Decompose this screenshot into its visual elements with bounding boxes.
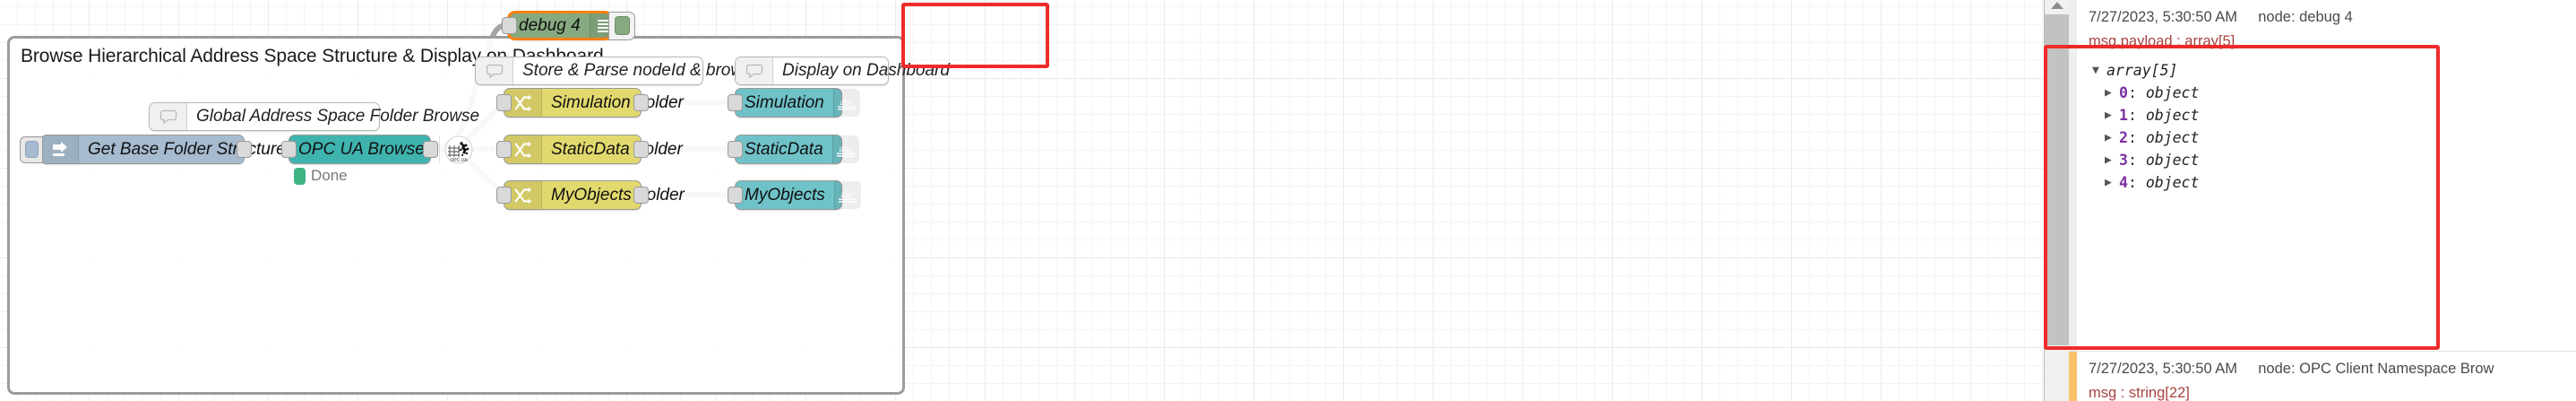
debug-message-header: 7/27/2023, 5:30:50 AM node: OPC Client N… (2089, 361, 2576, 378)
ui-text-node-label: StaticData (745, 139, 823, 159)
debug-node-debug-4[interactable]: debug 4 (502, 11, 635, 40)
tree-row-item[interactable]: ▶ 4 : object (2105, 174, 2200, 191)
flow-canvas[interactable]: Browse Hierarchical Address Space Struct… (0, 0, 2044, 401)
ui-text-node-label: Simulation (745, 92, 824, 112)
node-output-port[interactable] (423, 140, 438, 158)
comment-node-label: Global Address Space Folder Browse (196, 107, 480, 126)
status-dot-icon (294, 167, 306, 185)
caret-down-icon[interactable]: ▼ (2092, 64, 2099, 77)
node-output-port[interactable] (633, 140, 649, 158)
severity-stripe (2069, 0, 2077, 351)
node-input-port[interactable] (728, 186, 743, 204)
tree-row-item[interactable]: ▶ 0 : object (2105, 84, 2200, 101)
svg-text:OPC UA: OPC UA (450, 158, 468, 163)
tree-item-key: 0 (2119, 84, 2128, 101)
switch-icon (504, 181, 542, 209)
switch-node-label: MyObjects Folder (551, 185, 685, 205)
node-input-port[interactable] (728, 140, 743, 158)
debug-message-topic: msg : string[22] (2089, 385, 2190, 401)
flow-group-label: Browse Hierarchical Address Space Struct… (21, 46, 604, 66)
debug-message-header: 7/27/2023, 5:30:50 AM node: debug 4 (2089, 9, 2576, 26)
debug-message[interactable]: 7/27/2023, 5:30:50 AM node: OPC Client N… (2069, 352, 2576, 401)
comment-bubble-icon (736, 57, 773, 84)
abc-text-icon: abc (833, 181, 861, 209)
tree-item-type: object (2145, 84, 2200, 101)
tree-item-key: 2 (2119, 129, 2128, 146)
caret-right-icon[interactable]: ▶ (2105, 109, 2112, 122)
debug-node-label: debug 4 (519, 15, 581, 35)
scrollbar-thumb[interactable] (2045, 14, 2069, 345)
opc-ua-logo-icon: OPC UA (439, 135, 477, 163)
node-input-port[interactable] (502, 16, 517, 34)
comment-node-label: Display on Dashboard (782, 61, 950, 80)
debug-sidebar: 7/27/2023, 5:30:50 AM node: debug 4 msg.… (2044, 0, 2576, 401)
node-output-port[interactable] (237, 140, 252, 158)
debug-payload-tree[interactable]: ▼ array[5] ▶ 0 : object ▶ 1 : object (2089, 59, 2576, 194)
node-output-port[interactable] (633, 186, 649, 204)
opcua-browser-status: Done (294, 167, 348, 185)
tree-item-key: 1 (2119, 107, 2128, 124)
node-input-port[interactable] (496, 186, 512, 204)
inject-arrow-icon (41, 135, 79, 163)
scroll-up-arrow-icon[interactable] (2050, 2, 2063, 9)
ui-text-node-simulation[interactable]: Simulation abc (728, 88, 860, 118)
debug-scrollbar[interactable] (2045, 0, 2069, 401)
node-output-port[interactable] (633, 93, 649, 111)
svg-text:abc: abc (840, 97, 854, 108)
svg-text:abc: abc (841, 189, 855, 200)
opcua-browser-node[interactable]: OPC UA Browser (281, 135, 473, 164)
node-input-port[interactable] (496, 140, 512, 158)
caret-right-icon[interactable]: ▶ (2105, 86, 2112, 100)
tree-item-type: object (2145, 107, 2200, 124)
comment-bubble-icon (150, 103, 187, 130)
tree-row-item[interactable]: ▶ 3 : object (2105, 152, 2200, 169)
debug-message-list[interactable]: 7/27/2023, 5:30:50 AM node: debug 4 msg.… (2069, 0, 2576, 401)
abc-text-icon: abc (831, 135, 859, 163)
comment-bubble-icon (476, 57, 513, 84)
abc-text-icon: abc (832, 89, 860, 117)
debug-message[interactable]: 7/27/2023, 5:30:50 AM node: debug 4 msg.… (2069, 0, 2576, 352)
switch-node-staticdata-folder[interactable]: StaticData Folder (496, 135, 683, 164)
inject-node-label: Get Base Folder Structure ¹ (88, 139, 297, 159)
tree-root-type: array[5] (2106, 62, 2178, 79)
switch-node-simulation-folder[interactable]: Simulation Folder (496, 88, 684, 118)
status-label: Done (311, 167, 348, 184)
caret-right-icon[interactable]: ▶ (2105, 176, 2112, 189)
caret-right-icon[interactable]: ▶ (2105, 153, 2112, 167)
switch-node-label: StaticData Folder (551, 139, 683, 159)
node-input-port[interactable] (496, 93, 512, 111)
inject-trigger-button[interactable] (20, 135, 43, 163)
opcua-browser-node-label: OPC UA Browser (298, 139, 431, 159)
tree-item-key: 4 (2119, 174, 2128, 191)
switch-node-myobjects-folder[interactable]: MyObjects Folder (496, 180, 685, 210)
node-input-port[interactable] (728, 93, 743, 111)
tree-row-root[interactable]: ▼ array[5] (2089, 59, 2576, 82)
debug-message-topic: msg.payload : array[5] (2089, 33, 2236, 49)
comment-node-global-address-space[interactable]: Global Address Space Folder Browse (149, 102, 479, 131)
svg-text:abc: abc (840, 144, 853, 154)
ui-text-node-myobjects[interactable]: MyObjects abc (728, 180, 861, 210)
tree-item-key: 3 (2119, 152, 2128, 169)
switch-node-label: Simulation Folder (551, 92, 684, 112)
inject-node-get-base-folder-structure[interactable]: Get Base Folder Structure ¹ (20, 135, 296, 164)
ui-text-node-staticdata[interactable]: StaticData abc (728, 135, 859, 164)
debug-source-node[interactable]: node: OPC Client Namespace Brow (2258, 361, 2494, 377)
tree-row-item[interactable]: ▶ 2 : object (2105, 129, 2200, 146)
tree-item-type: object (2145, 174, 2200, 191)
tree-item-type: object (2145, 152, 2200, 169)
debug-enable-toggle-button[interactable] (608, 11, 635, 40)
severity-stripe (2069, 352, 2077, 401)
tree-row-item[interactable]: ▶ 1 : object (2105, 107, 2200, 124)
caret-right-icon[interactable]: ▶ (2105, 131, 2112, 144)
ui-text-node-label: MyObjects (745, 185, 825, 205)
tree-item-type: object (2145, 129, 2200, 146)
comment-node-store-parse[interactable]: Store & Parse nodeId & browseName (475, 57, 806, 85)
debug-timestamp: 7/27/2023, 5:30:50 AM (2089, 361, 2238, 377)
comment-node-display-dashboard[interactable]: Display on Dashboard (735, 57, 950, 85)
debug-source-node[interactable]: node: debug 4 (2258, 9, 2353, 25)
node-input-port[interactable] (281, 140, 297, 158)
debug-timestamp: 7/27/2023, 5:30:50 AM (2089, 9, 2238, 25)
